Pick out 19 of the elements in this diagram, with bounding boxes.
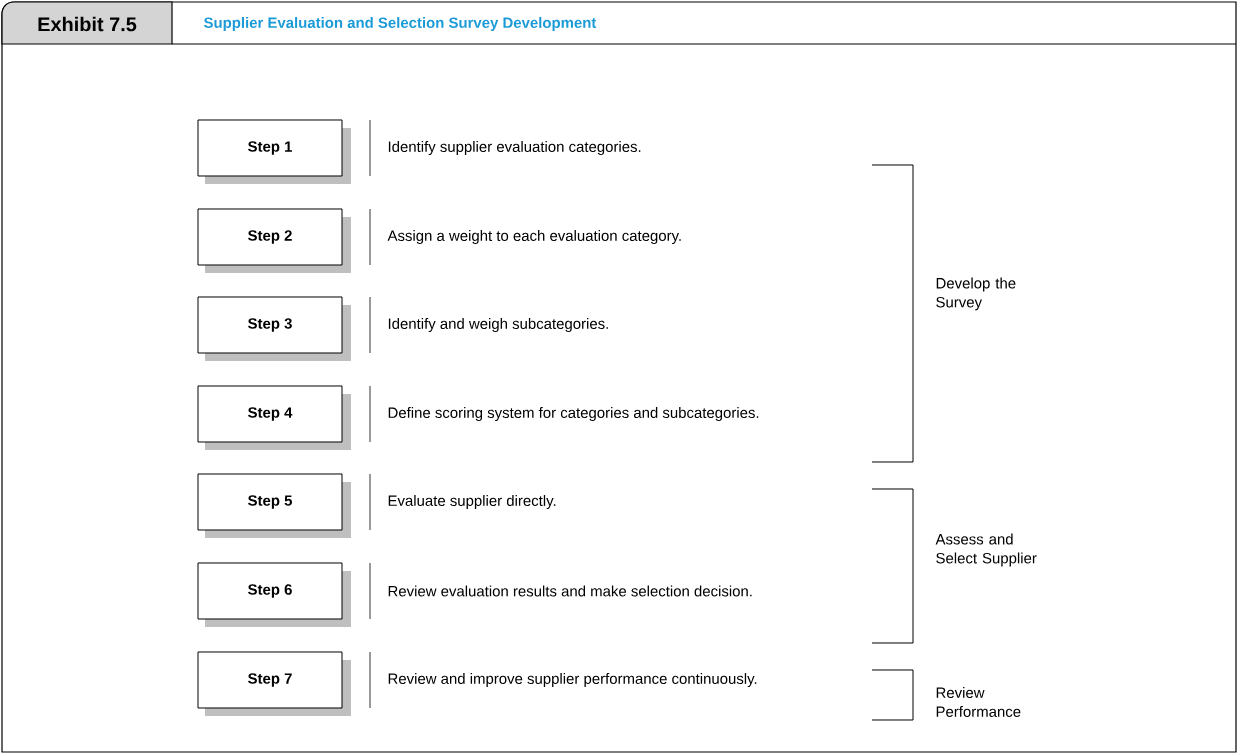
step-box: Step 3 — [197, 296, 343, 354]
step-box: Step 6 — [197, 562, 343, 620]
step-description: Evaluate supplier directly. — [388, 495, 556, 509]
step-box: Step 1 — [197, 119, 343, 177]
title: Supplier Evaluation and Selection Survey Development — [203, 17, 597, 31]
step-box: Step 7 — [197, 651, 343, 709]
step-description: Identify and weigh subcategories. — [388, 318, 608, 332]
step-description: Review and improve supplier performance continuously. — [388, 673, 757, 687]
step-description: Assign a weight to each evaluation category. — [387, 230, 681, 244]
step-description: Review evaluation results and make selection decision. — [388, 585, 752, 597]
step-description: Define scoring system for categories and subcategories. — [388, 407, 759, 421]
step-box: Step 4 — [197, 385, 343, 443]
step-box: Step 2 — [197, 208, 343, 266]
group-label: Assess and Select Supplier — [935, 533, 1037, 567]
group-label: Develop the Survey — [936, 277, 1016, 311]
exhibit-tab: Exhibit 7.5 — [1, 1, 173, 45]
group-label: Review Performance — [936, 687, 1021, 717]
step-description: Identify supplier evaluation categories. — [388, 141, 641, 155]
step-box: Step 5 — [197, 473, 343, 531]
